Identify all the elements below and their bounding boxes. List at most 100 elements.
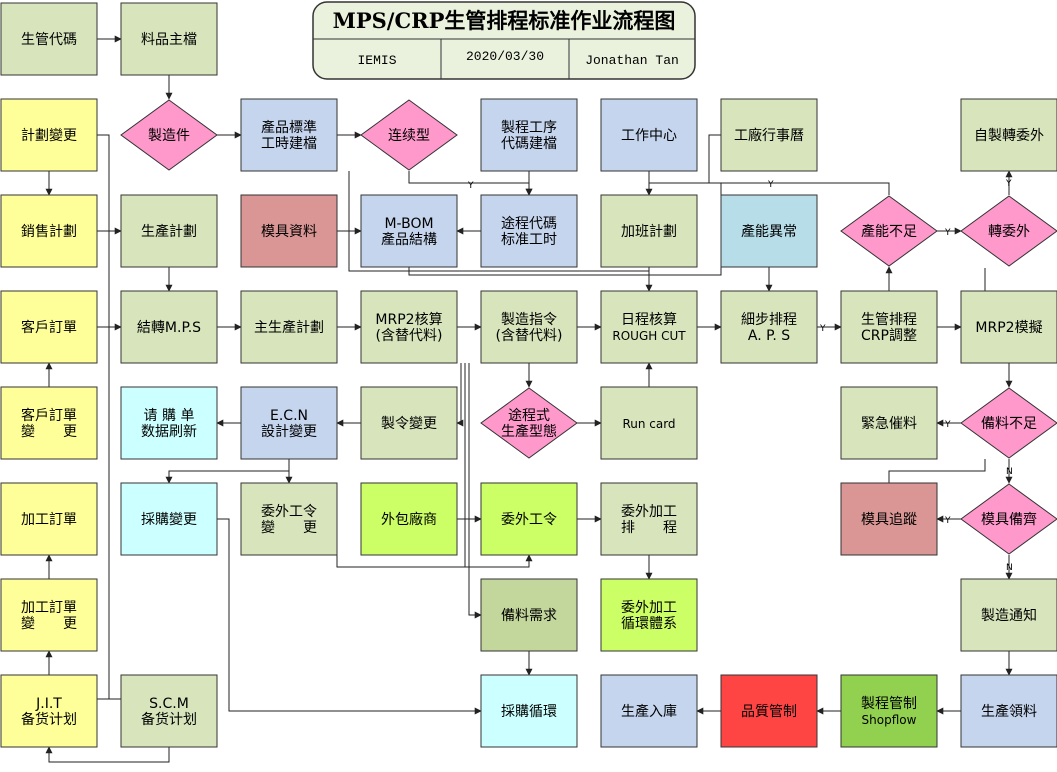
node-label: 變 更 — [21, 616, 77, 632]
node-label: 代碼建檔 — [501, 136, 557, 152]
connector-lines — [45, 35, 1013, 763]
connector — [217, 518, 482, 715]
flow-node-n53: 品質管制 — [720, 674, 818, 748]
node-label: 採購循環 — [501, 704, 557, 720]
flow-node-n11: 銷售計劃 — [0, 194, 98, 268]
process-box — [480, 290, 578, 364]
process-box — [120, 674, 218, 748]
node-label: 加班計劃 — [621, 224, 677, 240]
flow-node-n9: 工廠行事曆 — [720, 98, 818, 172]
process-box — [480, 578, 578, 652]
flow-node-n35: 緊急催料 — [840, 386, 938, 460]
edge-label: N — [1006, 467, 1013, 477]
process-box — [360, 482, 458, 556]
node-label: 產品結構 — [381, 231, 437, 248]
process-box — [840, 674, 938, 748]
node-label: 工時建檔 — [261, 136, 317, 152]
process-box — [240, 482, 338, 556]
connector — [45, 746, 170, 763]
node-label: S.C.M — [149, 696, 189, 712]
node-label: 製造通知 — [981, 607, 1037, 624]
node-label: 途程式 — [508, 407, 550, 424]
connector — [97, 134, 110, 700]
node-label: 產能不足 — [861, 223, 917, 240]
edge-label: N — [1006, 563, 1013, 573]
process-box — [960, 290, 1057, 364]
process-box — [240, 194, 338, 268]
node-label: 備料不足 — [981, 416, 1037, 432]
node-label: 工廠行事曆 — [734, 127, 804, 144]
flow-node-n46: 備料需求 — [480, 578, 578, 652]
process-box — [600, 98, 698, 172]
node-label: 模具資料 — [261, 224, 317, 240]
node-label: 连续型 — [388, 127, 430, 144]
edge-label: Y — [944, 420, 951, 430]
edge-label: Y — [767, 180, 774, 190]
process-box — [960, 578, 1057, 652]
node-label: 委外加工 — [621, 504, 677, 520]
flow-node-n44: 模具備齊 — [960, 483, 1057, 555]
flow-node-n4: 製造件 — [120, 99, 218, 171]
node-label: E.C.N — [270, 408, 308, 424]
process-box — [0, 98, 98, 172]
chart-title: MPS/CRP生管排程标准作业流程图 — [333, 8, 676, 33]
process-box — [360, 386, 458, 460]
node-label: 备货计划 — [21, 711, 77, 728]
node-label: 委外加工 — [621, 600, 677, 616]
node-label: 變 更 — [261, 520, 317, 536]
node-label: 模具追蹤 — [861, 512, 917, 528]
decision-diamond — [480, 387, 578, 459]
process-box — [120, 290, 218, 364]
process-box — [120, 386, 218, 460]
connector — [888, 459, 986, 483]
node-label: 日程核算 — [621, 312, 677, 328]
node-label: 製程管制 — [861, 696, 917, 712]
connector — [468, 363, 482, 619]
header-org: IEMIS — [357, 53, 396, 68]
connector — [709, 182, 890, 195]
process-box — [960, 674, 1057, 748]
edge-label: Y — [1005, 179, 1012, 189]
flow-node-n43: 模具追蹤 — [840, 482, 938, 556]
process-box — [720, 674, 818, 748]
process-box — [0, 674, 98, 748]
process-box — [240, 386, 338, 460]
node-label: 数据刷新 — [141, 424, 197, 440]
flow-node-n48: 製造通知 — [960, 578, 1057, 652]
flow-node-n38: 採購變更 — [120, 482, 218, 556]
node-label: 轉委外 — [988, 224, 1030, 240]
process-box — [0, 578, 98, 652]
node-label: M-BOM — [384, 216, 433, 232]
node-label: 銷售計劃 — [21, 224, 77, 240]
header-date: 2020/03/30 — [466, 49, 544, 64]
node-label: MRP2模擬 — [975, 320, 1042, 336]
node-label: 生管排程 — [861, 312, 917, 328]
process-box — [600, 674, 698, 748]
process-box — [720, 290, 818, 364]
node-label: 外包廠商 — [381, 511, 437, 528]
node-label: 生產領料 — [981, 703, 1037, 720]
node-label: 製令變更 — [381, 416, 437, 432]
process-box — [0, 290, 98, 364]
process-box — [0, 482, 98, 556]
process-box — [600, 290, 698, 364]
flow-node-n36: 備料不足 — [960, 387, 1057, 459]
flow-node-n19: 轉委外 — [960, 195, 1057, 267]
node-label: 备货计划 — [141, 711, 197, 728]
process-box — [720, 98, 818, 172]
node-label: 委外工令 — [261, 504, 317, 520]
edge-label: Y — [944, 228, 951, 238]
connector — [348, 171, 649, 272]
process-box — [480, 674, 578, 748]
header-block: MPS/CRP生管排程标准作业流程图 IEMIS 2020/03/30 Jona… — [312, 1, 696, 80]
flow-node-n10: 自製轉委外 — [960, 98, 1057, 172]
flow-node-n24: 製造指令(含替代料) — [480, 290, 578, 364]
